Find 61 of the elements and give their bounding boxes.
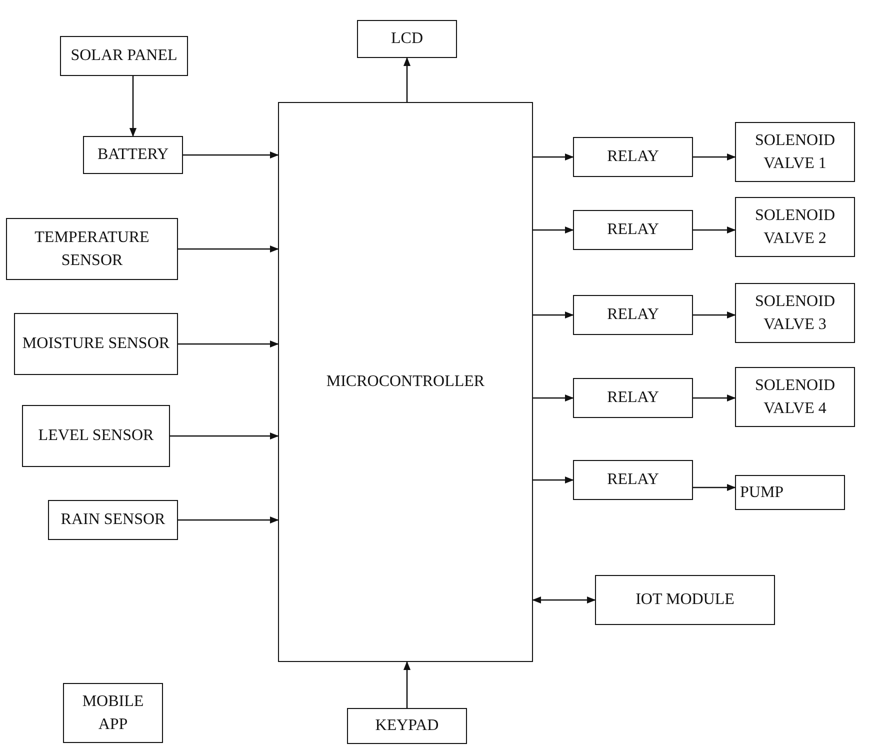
block-label: SOLENOID VALVE 2	[754, 206, 836, 249]
block-label: MOBILE APP	[81, 692, 145, 735]
block-box	[357, 20, 457, 58]
block-label: TEMPERATURE SENSOR	[34, 228, 150, 271]
block-box	[22, 405, 170, 467]
block-label: SOLAR PANEL	[70, 46, 178, 66]
block-box	[573, 210, 693, 250]
arrow	[178, 340, 279, 348]
block-box	[573, 295, 693, 335]
block-label: MOISTURE SENSOR	[22, 334, 170, 354]
arrow	[170, 432, 279, 440]
block-label: RELAY	[607, 388, 659, 408]
arrow	[532, 596, 596, 604]
arrow	[693, 311, 736, 319]
arrow	[693, 153, 736, 161]
block-box	[14, 313, 178, 375]
block-box	[48, 500, 178, 540]
arrow	[533, 153, 574, 161]
block-label: RELAY	[607, 305, 659, 326]
block-box	[735, 367, 855, 427]
block-label: SOLENOID VALVE 4	[754, 376, 836, 419]
block-label: RELAY	[607, 220, 659, 240]
block-box	[6, 218, 178, 280]
arrow	[403, 57, 411, 102]
block-box	[573, 137, 693, 177]
arrow	[403, 661, 411, 708]
block-label: PUMP	[740, 482, 784, 503]
block-box	[735, 122, 855, 182]
block-label: SOLENOID VALVE 3	[754, 292, 836, 335]
block-label: SOLENOID VALVE 1	[754, 130, 836, 174]
block-label: KEYPAD	[375, 716, 439, 736]
block-label: RELAY	[607, 470, 659, 490]
arrow	[178, 516, 279, 524]
block-box	[735, 197, 855, 257]
arrow	[533, 476, 574, 484]
block-label: MICROCONTROLLER	[326, 372, 485, 392]
arrow	[693, 484, 736, 492]
block-box	[573, 378, 693, 418]
arrow	[183, 151, 279, 159]
block-box	[278, 102, 533, 662]
block-label: LEVEL SENSOR	[38, 426, 154, 446]
block-box	[60, 36, 188, 76]
arrow	[129, 76, 137, 137]
block-label: LCD	[391, 29, 423, 50]
block-label: RELAY	[607, 147, 659, 168]
block-box	[573, 460, 693, 500]
block-box	[63, 683, 163, 743]
arrow	[533, 226, 574, 234]
block-box	[735, 475, 845, 510]
arrow	[178, 245, 279, 253]
arrow	[693, 226, 736, 234]
block-label: IOT MODULE	[636, 590, 734, 610]
block-box	[83, 136, 183, 174]
arrow	[533, 394, 574, 402]
block-box	[347, 708, 467, 744]
arrow	[693, 394, 736, 402]
block-label: RAIN SENSOR	[60, 510, 166, 530]
block-box	[595, 575, 775, 625]
block-box	[735, 283, 855, 343]
arrow	[533, 311, 574, 319]
block-label: BATTERY	[97, 145, 169, 166]
